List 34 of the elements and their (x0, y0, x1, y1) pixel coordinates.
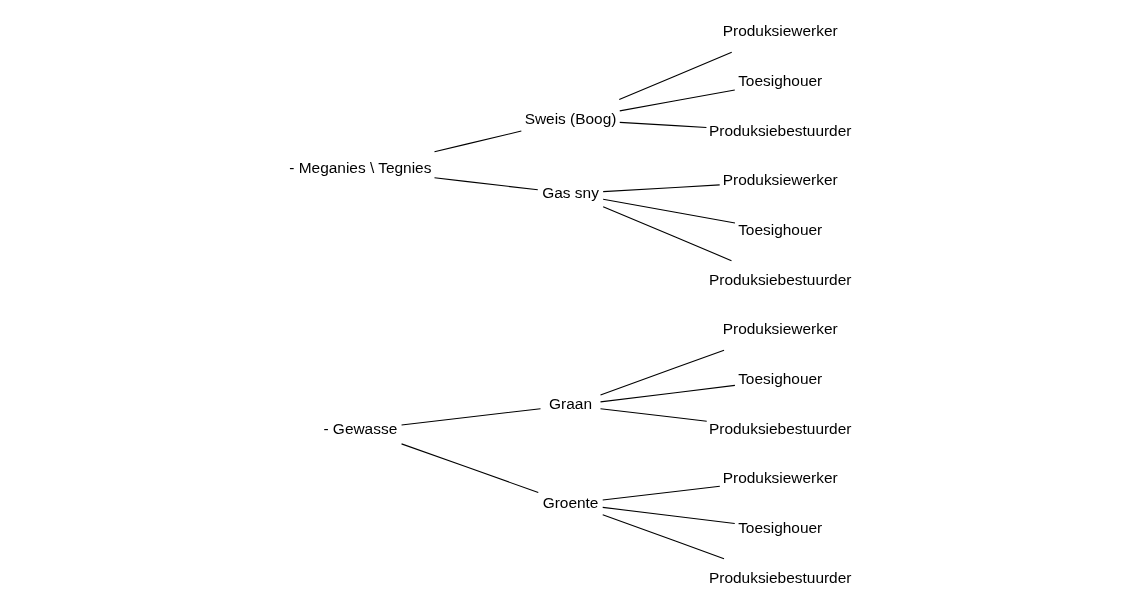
connector (602, 184, 720, 193)
connector (400, 408, 541, 426)
node-text: Toesighouer (737, 72, 822, 90)
node-text: Toesighouer (737, 519, 822, 537)
node-text: Produksiebestuurder (708, 419, 851, 437)
connector (618, 51, 732, 101)
node-text: Gas sny (541, 183, 599, 201)
connector (599, 349, 725, 396)
connector (400, 443, 539, 494)
connector (433, 130, 522, 153)
node-text: Toesighouer (737, 221, 822, 239)
connector (433, 177, 538, 191)
node-text: Produksiebestuurder (708, 568, 851, 586)
connector (599, 384, 735, 403)
connector (601, 506, 735, 525)
node-text: Produksiebestuurder (708, 270, 851, 288)
node-text: Graan (548, 395, 592, 413)
connector (601, 514, 725, 560)
connector (599, 408, 707, 422)
node-text: Produksiewerker (722, 171, 838, 189)
node-text: Produksiewerker (722, 469, 838, 487)
node-text: Produksiewerker (722, 22, 838, 40)
connector (602, 206, 732, 262)
node-text: Toesighouer (737, 370, 822, 388)
node-text: - Meganies \ Tegnies (288, 159, 431, 177)
connector (601, 485, 720, 501)
node-text: Produksiebestuurder (708, 121, 851, 139)
connector (618, 121, 707, 128)
node-text: Produksiewerker (722, 320, 838, 338)
node-text: Sweis (Boog) (524, 109, 616, 127)
node-text: Groente (542, 493, 598, 511)
node-text: - Gewasse (322, 419, 397, 437)
connector (602, 198, 735, 224)
connector (618, 89, 735, 112)
